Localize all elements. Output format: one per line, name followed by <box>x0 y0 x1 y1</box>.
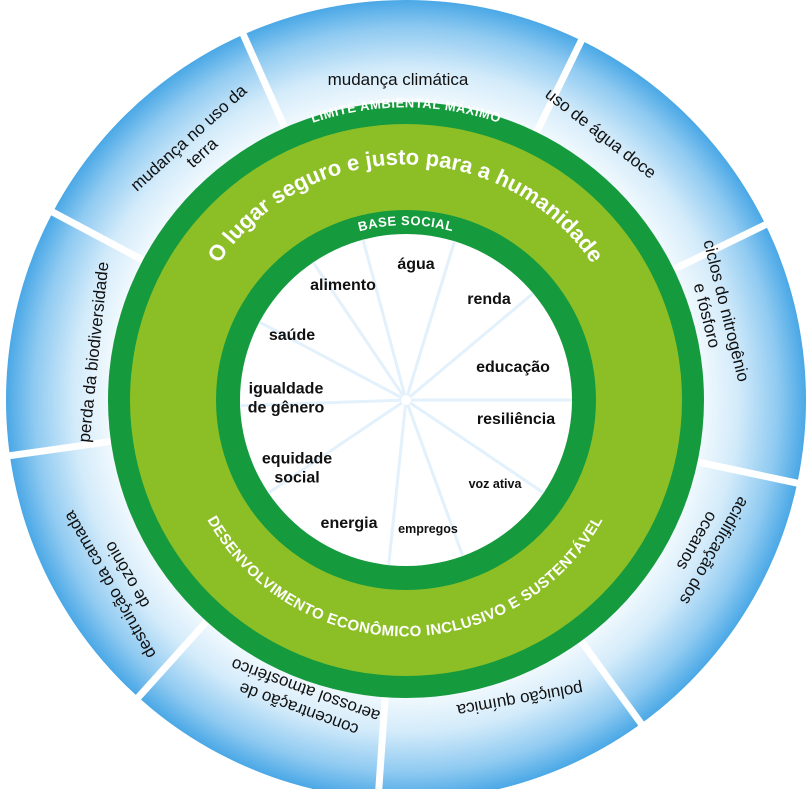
outer-divider <box>49 208 156 269</box>
social-foundation-line: alimento <box>310 277 376 294</box>
social-foundation-line: empregos <box>398 522 458 536</box>
social-foundation-line: igualdade <box>249 381 324 398</box>
social-foundation-line: social <box>274 470 319 487</box>
social-foundation-labels: água renda educação resiliência voz ativa emp… <box>248 256 555 536</box>
social-foundation-item: alimento <box>310 277 376 294</box>
inner-divider <box>240 398 403 408</box>
outer-divider <box>239 31 293 141</box>
social-foundation-item: educação <box>476 359 550 376</box>
social-foundation-item: resiliência <box>477 411 555 428</box>
inner-divider <box>258 320 404 400</box>
inner-divider <box>387 403 408 566</box>
social-foundation-line: água <box>397 256 434 273</box>
social-foundation-disc <box>240 234 572 566</box>
social-foundation-line: educação <box>476 359 550 376</box>
outer-divider <box>685 456 800 488</box>
outer-divider <box>571 629 646 728</box>
planetary-boundary-line: mudança climática <box>328 70 469 89</box>
social-foundation-label: BASE SOCIAL <box>356 213 455 234</box>
outer-divider <box>528 37 586 145</box>
social-foundation-line: voz ativa <box>469 477 523 491</box>
inner-hub <box>401 395 411 405</box>
social-foundation-item: voz ativa <box>469 477 523 491</box>
social-foundation-item: saúde <box>269 327 315 344</box>
outer-divider <box>374 685 390 794</box>
social-foundation-item: renda <box>467 291 511 308</box>
inner-divider <box>267 400 404 495</box>
inner-divider <box>408 400 545 495</box>
social-foundation-item: igualdade de gênero <box>248 381 325 417</box>
inner-divider <box>361 239 407 397</box>
inner-divider <box>408 292 535 399</box>
social-foundation-item: água <box>397 256 434 273</box>
outer-divider <box>661 220 769 278</box>
inner-divider <box>405 240 456 397</box>
inner-divider <box>311 261 406 398</box>
social-foundation-text: BASE SOCIAL <box>356 213 455 234</box>
social-foundation-line: saúde <box>269 327 315 344</box>
outer-divider <box>134 610 218 702</box>
social-foundation-item: empregos <box>398 522 458 536</box>
social-foundation-item: energia <box>321 515 378 532</box>
social-foundation-line: energia <box>321 515 378 532</box>
outer-divider <box>7 436 124 460</box>
social-foundation-line: renda <box>467 291 511 308</box>
social-foundation-line: resiliência <box>477 411 555 428</box>
planetary-boundary-label: mudança climática <box>328 70 469 89</box>
social-foundation-line: equidade <box>262 451 332 468</box>
social-foundation-item: equidade social <box>262 451 332 487</box>
social-foundation-line: de gênero <box>248 400 325 417</box>
inner-divider <box>405 403 465 557</box>
